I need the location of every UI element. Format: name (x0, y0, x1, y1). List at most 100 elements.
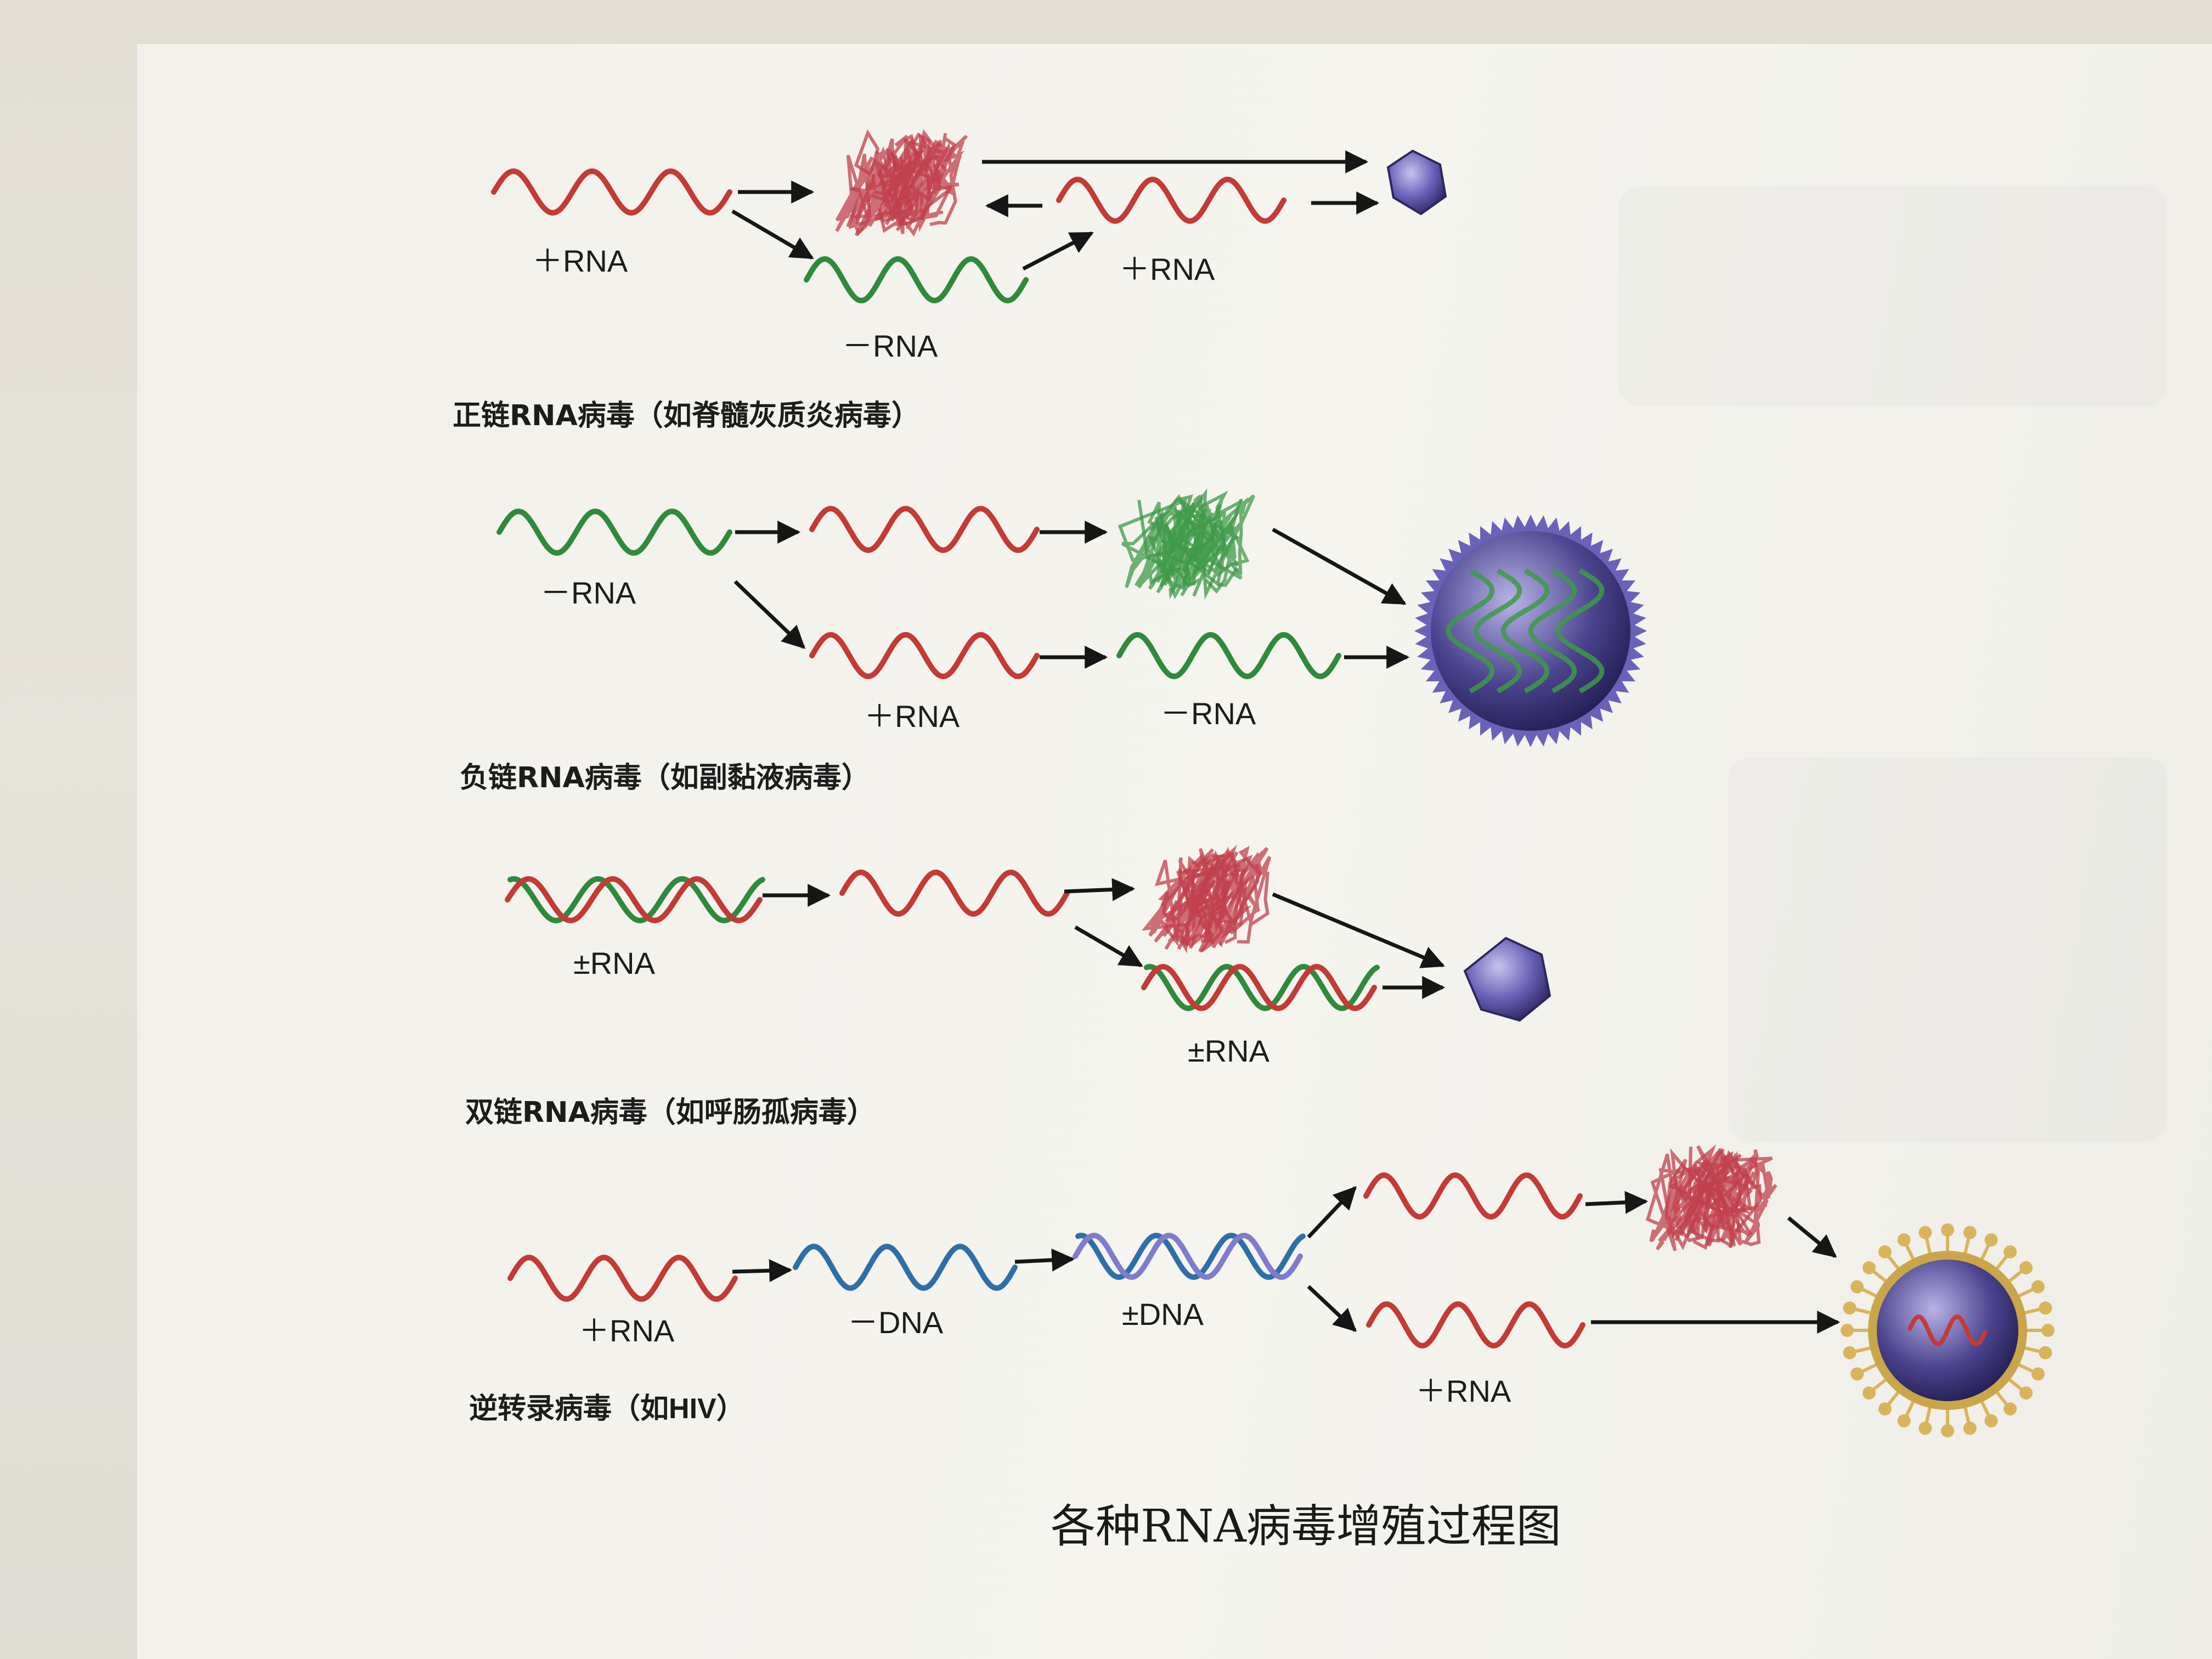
caption-bold: HIV (669, 1393, 716, 1425)
genome-rna (1907, 1314, 1988, 1346)
spike-knob (2039, 1301, 2052, 1315)
label-ds-rna: ±RNA (573, 946, 656, 980)
arrow (1787, 1216, 1837, 1258)
spike-knob (1918, 1421, 1932, 1435)
arrow (1022, 231, 1094, 271)
minus-rna-strand (1116, 631, 1341, 680)
spike-knob (1843, 1301, 1857, 1315)
label-minus-rna: －RNA (540, 575, 636, 610)
plus-rna-strand (491, 168, 732, 216)
spike-knob (2004, 1245, 2017, 1259)
minus-rna-strand (804, 256, 1029, 304)
spike-knob (1878, 1245, 1892, 1259)
tangle-line (1500, 568, 1550, 693)
spike-knob (1878, 1402, 1892, 1416)
arrow (732, 1259, 793, 1283)
plus-rna-strand (505, 876, 763, 924)
tangle-line (1198, 847, 1272, 953)
spike-knob (1941, 1223, 1954, 1237)
row-caption: 双链RNA病毒（如呼肠孤病毒） (465, 1096, 876, 1129)
row-positive-strand: ＋RNA －RNA ＋RNA 正链RNA病毒（如脊髓灰质炎病毒） (453, 129, 1447, 432)
arrow (1074, 925, 1143, 968)
tangle-line (1701, 1148, 1778, 1247)
arrow (731, 209, 814, 260)
arrow (1307, 1285, 1357, 1332)
row-negative-strand: －RNA ＋RNA －RNA 负链RNA病毒（如副黏液病毒） (460, 488, 1647, 794)
tangle-line (1180, 494, 1256, 600)
plus-rna-strand (809, 505, 1040, 554)
tangle-line (1555, 568, 1605, 693)
label-minus-dna: －DNA (848, 1305, 944, 1340)
plus-rna-strand (1141, 963, 1377, 1012)
spike-knob (2019, 1261, 2033, 1274)
tangle-line (1528, 568, 1577, 693)
figure-title: 各种RNA病毒增殖过程图 (1051, 1500, 1561, 1553)
spike-knob (1963, 1421, 1977, 1435)
label-plus-rna: ＋RNA (1119, 252, 1215, 286)
plus-rna-strand (809, 631, 1040, 680)
label-ds-dna: ±DNA (1122, 1297, 1204, 1331)
label-minus-rna: －RNA (842, 329, 938, 363)
spike-knob (1984, 1233, 1998, 1247)
plus-rna-strand (1363, 1172, 1583, 1220)
tangled-rna-protein (1645, 1144, 1778, 1251)
spike-knob (1862, 1386, 1876, 1400)
label-plus-rna: ＋RNA (579, 1313, 675, 1348)
row-caption: 负链RNA病毒（如副黏液病毒） (460, 761, 870, 794)
arrow (1272, 892, 1445, 968)
arrow (1064, 878, 1136, 901)
tangle-line (1446, 568, 1495, 693)
arrow (1307, 1186, 1357, 1239)
row-caption: 正链RNA病毒（如脊髓灰质炎病毒） (453, 399, 920, 432)
bleed-through-shape (1728, 757, 2167, 1141)
arrow (1272, 527, 1407, 606)
label-plus-rna: ＋RNA (532, 244, 628, 278)
arrow (733, 580, 806, 649)
spike-knob (1841, 1324, 1854, 1337)
row-caption: 逆转录病毒（如HIV） (469, 1392, 745, 1425)
spike-knob (2039, 1346, 2052, 1359)
spike-knob (2031, 1367, 2045, 1381)
arrow (1585, 1190, 1649, 1214)
label-minus-rna: －RNA (1160, 696, 1256, 731)
spike-knob (2019, 1386, 2033, 1400)
row-retrovirus: ＋RNA －DNA ±DNA ＋RNA 逆转录病毒（如HIV） (469, 1144, 2055, 1437)
label-plus-rna: ＋RNA (1415, 1374, 1511, 1408)
tangle-line (895, 133, 968, 232)
arrow (1014, 1248, 1075, 1272)
spike-knob (1963, 1226, 1977, 1239)
plus-rna-strand (839, 869, 1070, 917)
minus-dna-strand (793, 1243, 1018, 1291)
spike-knob (1843, 1346, 1857, 1359)
icosahedral-capsid-icon (1386, 149, 1447, 216)
tangle-line (1147, 488, 1216, 600)
spike-knob (2041, 1324, 2055, 1337)
plus-rna-strand (1056, 176, 1286, 224)
tangle-line (1473, 568, 1522, 693)
spike-knob (1941, 1424, 1954, 1437)
spike-knob (1862, 1261, 1876, 1274)
spike-knob (1850, 1280, 1864, 1294)
spike-knob (1918, 1226, 1932, 1239)
icosahedral-capsid-icon (1463, 936, 1551, 1022)
caption-prefix: 逆转录病毒（如 (469, 1392, 669, 1425)
plus-rna-strand (507, 1254, 738, 1302)
minus-rna-strand (507, 876, 765, 924)
dna-partner-strand (1073, 1232, 1303, 1280)
hiv-virion-icon (1841, 1223, 2055, 1437)
minus-dna-strand (1075, 1232, 1306, 1280)
enveloped-virus-icon (1414, 515, 1647, 747)
minus-rna-strand (1144, 963, 1380, 1012)
label-plus-rna: ＋RNA (864, 699, 960, 733)
tangled-rna-protein (1142, 844, 1272, 953)
bleed-through-shape (1618, 187, 2167, 406)
row-double-strand: ±RNA ±RNA 双链RNA病毒（如呼肠孤病毒） (465, 844, 1551, 1129)
spike-knob (1897, 1233, 1911, 1247)
caption-suffix: ） (716, 1392, 745, 1425)
label-ds-rna: ±RNA (1188, 1034, 1270, 1068)
tangled-rna-protein (835, 129, 968, 237)
spike-knob (1984, 1414, 1998, 1427)
spike-knob (1897, 1414, 1911, 1427)
